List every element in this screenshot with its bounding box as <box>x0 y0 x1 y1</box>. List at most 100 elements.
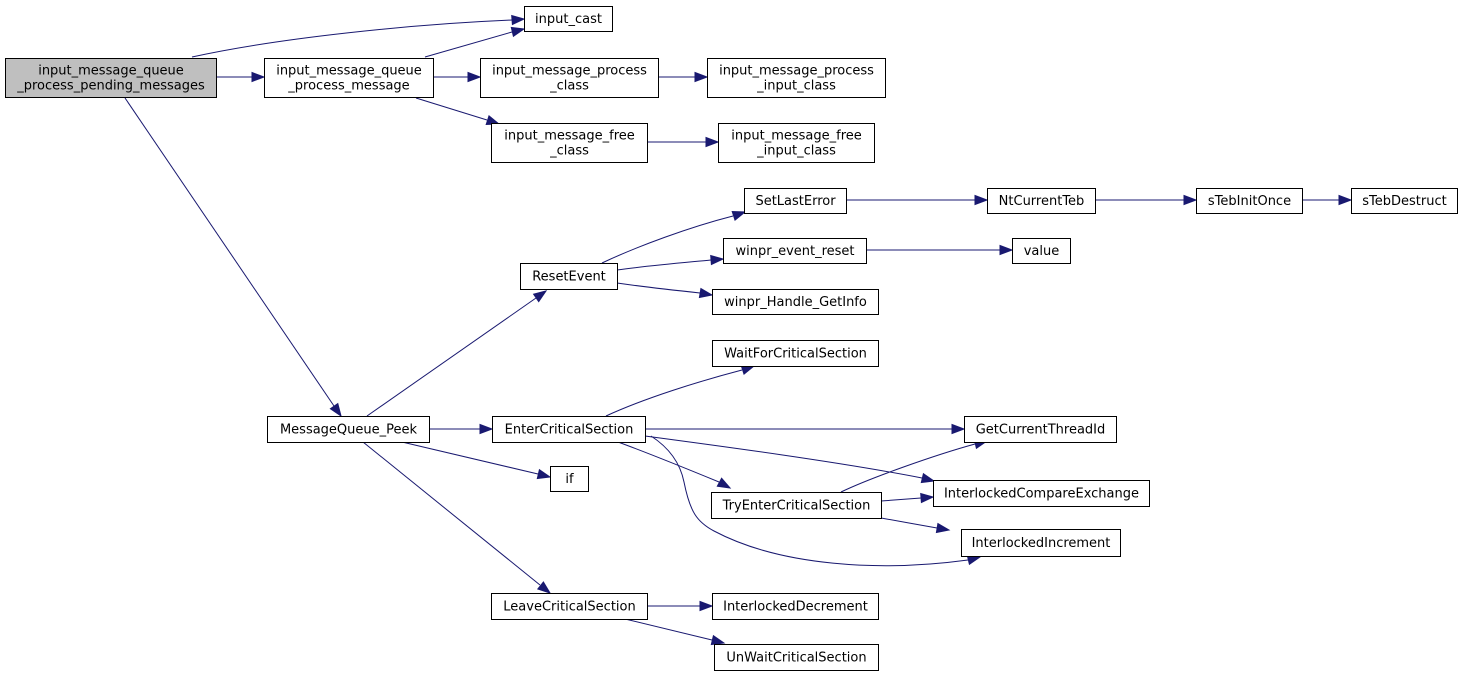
edge-ecs-to-wfcs <box>605 364 756 417</box>
node-box <box>714 644 879 671</box>
node-root[interactable]: input_message_queue_process_pending_mess… <box>5 58 217 98</box>
edge-root-to-pm <box>216 71 266 83</box>
node-if[interactable]: if <box>550 466 589 492</box>
node-pm[interactable]: input_message_queue_process_message <box>264 58 434 98</box>
edge-line <box>650 435 969 567</box>
node-box <box>492 416 646 443</box>
edge-line <box>362 441 541 586</box>
arrowhead <box>536 468 552 480</box>
edge-pc-to-pic <box>658 71 709 83</box>
node-label: input_message_process <box>492 64 647 79</box>
edge-line <box>616 282 701 294</box>
node-box <box>987 188 1096 214</box>
arrowhead <box>479 423 494 435</box>
edge-line <box>644 435 923 479</box>
edge-lcs-to-uwcs <box>624 618 726 646</box>
node-ice[interactable]: InterlockedCompareExchange <box>933 480 1150 507</box>
node-box <box>550 466 589 492</box>
node-cast[interactable]: input_cast <box>524 6 613 32</box>
node-box <box>1351 188 1458 214</box>
node-label: UnWaitCriticalSection <box>726 651 866 666</box>
arrowhead <box>467 71 482 83</box>
node-std[interactable]: sTebDestruct <box>1351 188 1458 214</box>
node-whg[interactable]: winpr_Handle_GetInfo <box>712 289 879 315</box>
edge-fc-to-fic <box>647 136 720 148</box>
node-box <box>1196 188 1303 214</box>
node-box <box>491 123 648 163</box>
node-wfcs[interactable]: WaitForCriticalSection <box>712 340 879 367</box>
node-label: _process_message <box>287 79 409 94</box>
edge-lcs-to-id <box>647 600 714 612</box>
edge-root-to-cast <box>191 14 526 58</box>
node-box <box>711 492 882 519</box>
edge-sle-to-nct <box>846 194 989 206</box>
edge-line <box>601 215 734 264</box>
edge-re-to-wer <box>616 254 725 271</box>
node-fic[interactable]: input_message_free_input_class <box>718 123 875 163</box>
node-box <box>264 58 434 98</box>
arrowhead <box>710 254 725 266</box>
edge-mqp-to-if <box>401 441 552 480</box>
edge-ecs-to-tecs <box>617 441 732 489</box>
arrowhead <box>511 14 526 26</box>
node-val[interactable]: value <box>1012 238 1071 264</box>
edge-line <box>624 618 713 641</box>
node-sle[interactable]: SetLastError <box>744 188 847 214</box>
node-label: _class <box>549 79 589 94</box>
node-label: input_message_process <box>719 64 874 79</box>
node-mqp[interactable]: MessageQueue_Peek <box>267 416 430 443</box>
edge-line <box>424 31 513 58</box>
node-uwcs[interactable]: UnWaitCriticalSection <box>714 644 879 671</box>
node-pc[interactable]: input_message_process_class <box>480 58 659 98</box>
node-box <box>5 58 217 98</box>
node-fc[interactable]: input_message_free_class <box>491 123 648 163</box>
arrowhead <box>731 210 747 221</box>
edge-mqp-to-re <box>366 290 548 417</box>
node-label: sTebDestruct <box>1362 194 1446 209</box>
edge-mqp-to-lcs <box>362 441 552 594</box>
node-label: MessageQueue_Peek <box>280 423 418 438</box>
arrowhead <box>705 136 720 148</box>
edge-re-to-whg <box>616 282 714 299</box>
node-label: input_message_free <box>731 129 862 144</box>
node-box <box>707 58 886 98</box>
arrowhead <box>951 423 966 435</box>
arrowhead <box>251 71 266 83</box>
node-nct[interactable]: NtCurrentTeb <box>987 188 1096 214</box>
arrowhead <box>1183 194 1198 206</box>
edge-re-to-sle <box>601 210 747 264</box>
edge-tecs-to-ii <box>880 517 951 534</box>
arrowhead <box>710 634 726 646</box>
node-pic[interactable]: input_message_process_input_class <box>707 58 886 98</box>
node-lcs[interactable]: LeaveCriticalSection <box>491 593 648 620</box>
edge-line <box>415 97 488 121</box>
node-box <box>964 416 1117 443</box>
node-label: sTebInitOnce <box>1208 194 1291 209</box>
node-re[interactable]: ResetEvent <box>520 263 618 290</box>
node-label: InterlockedDecrement <box>723 600 868 615</box>
node-box <box>524 6 613 32</box>
node-ecs[interactable]: EnterCriticalSection <box>492 416 646 443</box>
node-label: input_cast <box>535 12 602 27</box>
node-box <box>718 123 875 163</box>
edge-line <box>880 517 938 529</box>
node-wer[interactable]: winpr_event_reset <box>723 238 867 264</box>
node-tecs[interactable]: TryEnterCriticalSection <box>711 492 882 519</box>
node-id[interactable]: InterlockedDecrement <box>712 593 879 620</box>
node-sti[interactable]: sTebInitOnce <box>1196 188 1303 214</box>
node-box <box>480 58 659 98</box>
node-gcti[interactable]: GetCurrentThreadId <box>964 416 1117 443</box>
arrowhead <box>920 492 935 504</box>
node-ii[interactable]: InterlockedIncrement <box>961 529 1121 557</box>
arrowhead <box>694 71 709 83</box>
edge-sti-to-std <box>1302 194 1353 206</box>
node-label: WaitForCriticalSection <box>724 347 867 362</box>
arrowhead <box>974 194 989 206</box>
arrowhead <box>1338 194 1353 206</box>
edge-line <box>840 443 976 493</box>
edge-pm-to-cast <box>424 26 526 58</box>
arrowhead <box>329 402 342 418</box>
node-label: value <box>1024 244 1060 259</box>
arrowhead <box>920 472 936 484</box>
